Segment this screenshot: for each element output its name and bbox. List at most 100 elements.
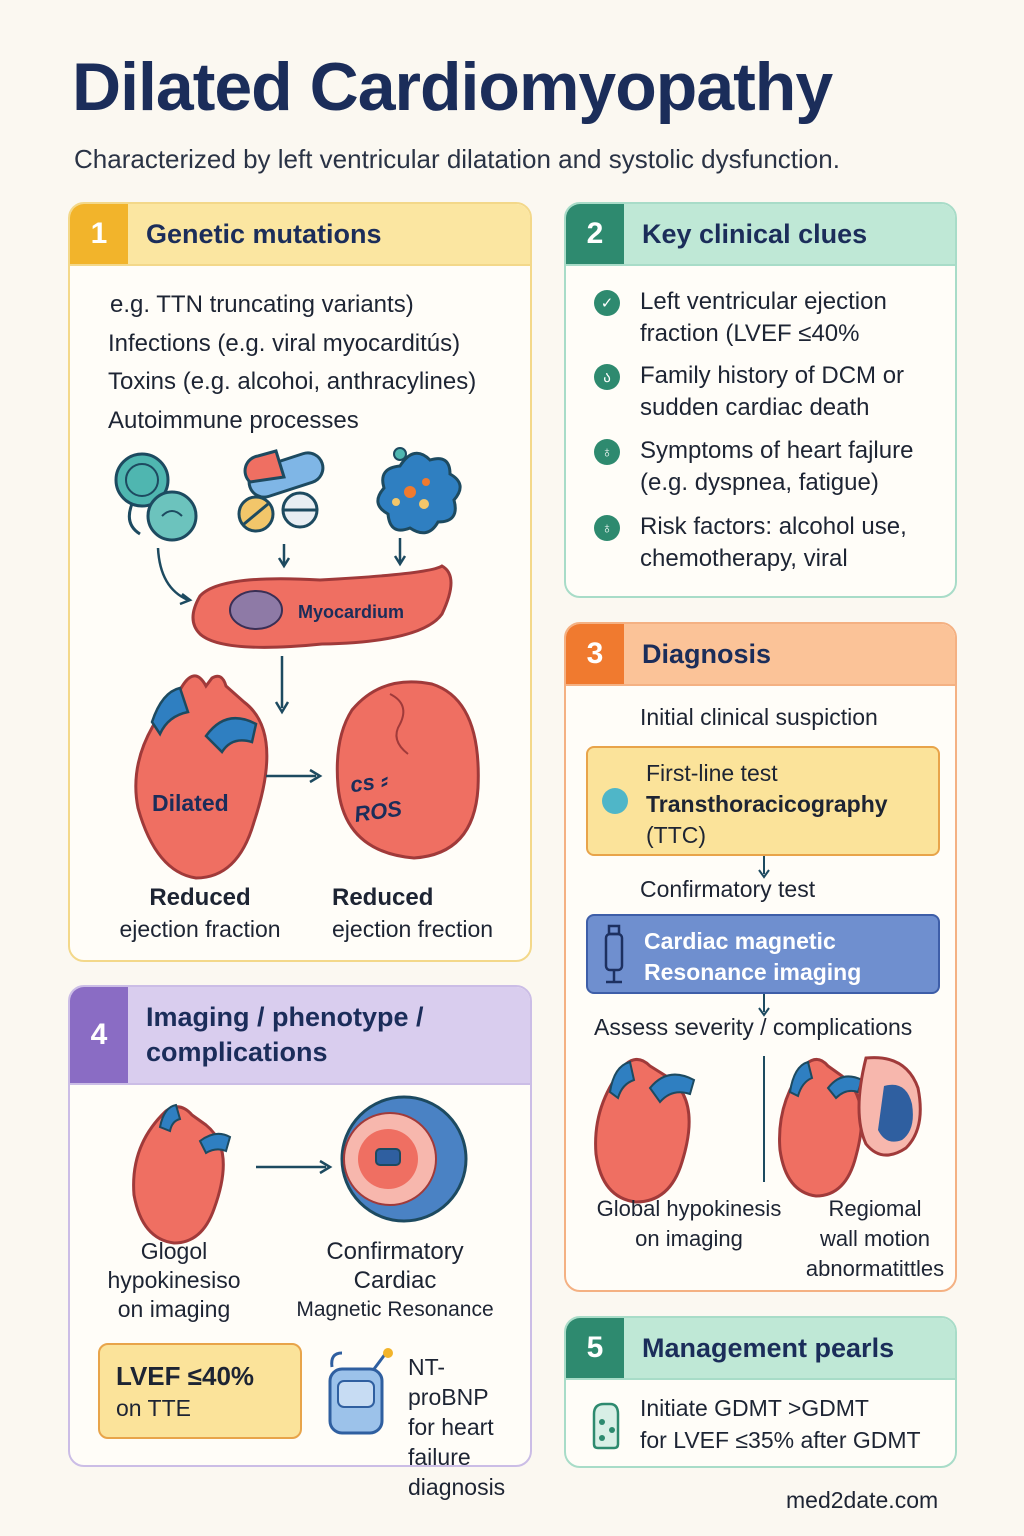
card-management-pearls: 5 Management pearls Initiate GDMT >GDMT … bbox=[564, 1316, 957, 1468]
clue-item: ♁ Symptoms of heart fajlure (e.g. dyspne… bbox=[594, 435, 940, 499]
first-line-test-box: First-line test Transthoracicography (TT… bbox=[586, 746, 940, 856]
card-number: 1 bbox=[70, 204, 128, 264]
caption-text: ejection frection bbox=[332, 916, 494, 942]
confirmatory-label: Confirmatory test bbox=[640, 876, 816, 902]
blood-test-icon bbox=[328, 1348, 393, 1435]
caption-line: hypokinesiso bbox=[107, 1267, 241, 1293]
glogol-caption: Glogol hypokinesiso on imaging bbox=[76, 1237, 272, 1324]
caption-line: Confirmatory bbox=[326, 1238, 464, 1265]
bnp-line: proBNP bbox=[408, 1384, 489, 1410]
imaging-illustration bbox=[132, 1095, 468, 1245]
card-heading: Genetic mutations bbox=[146, 218, 382, 249]
page-title: Dilated Cardiomyopathy bbox=[72, 49, 833, 125]
card-header: 2 Key clinical clues bbox=[566, 204, 955, 266]
regional-caption: Regiomal wall motion abnormatittles bbox=[792, 1194, 955, 1284]
card-header: 3 Diagnosis bbox=[566, 624, 955, 686]
bnp-line: failure bbox=[408, 1444, 471, 1470]
caption-left: Reduced ejection fraction bbox=[90, 882, 310, 944]
card-heading: Diagnosis bbox=[642, 638, 772, 669]
card-number: 2 bbox=[566, 204, 624, 264]
heading-line: Imaging / phenotype / bbox=[146, 1002, 424, 1032]
card-heading: Key clinical clues bbox=[642, 218, 868, 249]
bnp-line: diagnosis bbox=[408, 1474, 506, 1500]
cause-item: Toxins (e.g. alcohoi, anthracylines) bbox=[108, 368, 477, 395]
confirmatory-caption: Confirmatory Cardiac Magnetic Resonance bbox=[282, 1237, 508, 1324]
cmr-text: Cardiac magnetic Resonance imaging bbox=[644, 926, 861, 988]
remodeled-heart-icon bbox=[335, 680, 480, 860]
myocardium-label: Myocardium bbox=[298, 602, 405, 622]
global-hypokinesis-caption: Global hypokinesis on imaging bbox=[582, 1194, 796, 1254]
management-text: Initiate GDMT >GDMT for LVEF ≤35% after … bbox=[640, 1392, 921, 1456]
cmr-line: Cardiac magnetic bbox=[644, 928, 836, 954]
caption-bold: Reduced bbox=[149, 884, 251, 911]
virus-icon bbox=[114, 452, 198, 542]
dilated-label: Dilated bbox=[152, 790, 229, 816]
card-diagnosis: 3 Diagnosis Initial clinical suspiction … bbox=[564, 622, 957, 1292]
first-line-label: First-line test bbox=[646, 760, 778, 786]
clue-icon: ა bbox=[594, 364, 620, 390]
cmr-box: Cardiac magnetic Resonance imaging bbox=[586, 914, 940, 994]
caption-line: Glogol bbox=[140, 1238, 208, 1264]
pathway-illustration bbox=[114, 447, 480, 880]
caption-line: Cardiac bbox=[353, 1267, 437, 1294]
cmr-scan-icon bbox=[340, 1095, 468, 1223]
first-line-text: First-line test Transthoracicography (TT… bbox=[646, 758, 888, 851]
lvef-method: on TTE bbox=[116, 1395, 191, 1421]
regional-wall-motion-heart-icon bbox=[778, 1056, 922, 1198]
caption-line: Global hypokinesis bbox=[596, 1196, 782, 1221]
clue-text: Symptoms of heart fajlure (e.g. dyspnea,… bbox=[640, 437, 914, 496]
arrow-down-icon bbox=[758, 856, 770, 879]
toxin-cell-icon bbox=[376, 447, 462, 535]
clue-item: ა Family history of DCM or sudden cardia… bbox=[594, 360, 940, 424]
card-genetic-mutations: 1 Genetic mutations e.g. TTN truncating … bbox=[68, 202, 532, 962]
bnp-line: for heart bbox=[408, 1414, 494, 1440]
caption-bold: Reduced bbox=[332, 884, 434, 911]
cause-list: e.g. TTN truncating variants) Infections… bbox=[108, 286, 476, 440]
check-icon: ✓ bbox=[594, 290, 620, 316]
footer-site: med2date.com bbox=[786, 1487, 939, 1513]
first-line-test: Transthoracicography bbox=[646, 791, 888, 817]
card-imaging-phenotype: 4 Imaging / phenotype / complications Gl… bbox=[68, 985, 532, 1467]
dilated-heart-icon bbox=[134, 674, 269, 880]
heading-line: complications bbox=[146, 1037, 328, 1067]
hearts-illustration bbox=[594, 1056, 922, 1204]
caption-text: ejection fraction bbox=[119, 916, 281, 942]
pill-icon bbox=[237, 449, 325, 533]
cmr-line: Resonance imaging bbox=[644, 959, 862, 985]
ntprobnp-text: NT- proBNP for heart failure diagnosis bbox=[408, 1352, 505, 1502]
dot-icon bbox=[602, 788, 628, 814]
lvef-box: LVEF ≤40% on TTE bbox=[98, 1343, 302, 1439]
lvef-value: LVEF ≤40% bbox=[116, 1361, 255, 1391]
clue-text: Left ventricular ejection fraction (LVEF… bbox=[640, 288, 887, 347]
caption-right: Reduced ejection frection bbox=[332, 882, 530, 944]
card-number: 5 bbox=[566, 1318, 624, 1378]
cause-item: Infections (e.g. viral myocarditús) bbox=[108, 329, 461, 357]
pill-pack-icon bbox=[592, 1402, 620, 1450]
clue-item: ✓ Left ventricular ejection fraction (LV… bbox=[594, 286, 940, 350]
arrow-down-icon bbox=[758, 994, 770, 1017]
heart-icon bbox=[132, 1103, 232, 1245]
clue-text: Family history of DCM or sudden cardiac … bbox=[640, 362, 905, 421]
clue-item: ♁ Risk factors: alcohol use, chemotherap… bbox=[594, 511, 940, 575]
card-number: 4 bbox=[70, 987, 128, 1083]
page-subtitle: Characterized by left ventricular dilata… bbox=[74, 144, 840, 174]
card-number: 3 bbox=[566, 624, 624, 684]
clue-icon: ♁ bbox=[594, 515, 620, 541]
bnp-line: NT- bbox=[408, 1354, 446, 1380]
caption-line: wall motion bbox=[819, 1226, 931, 1251]
cause-item: Autoimmune processes bbox=[108, 406, 359, 434]
caption-line: abnormatittles bbox=[805, 1256, 945, 1281]
assess-label: Assess severity / complications bbox=[594, 1014, 913, 1040]
card-header: 5 Management pearls bbox=[566, 1318, 955, 1380]
card-heading: Management pearls bbox=[642, 1332, 895, 1363]
first-line-abbr: (TTC) bbox=[646, 822, 707, 848]
global-hypokinesis-heart-icon bbox=[594, 1058, 696, 1204]
clue-text: Risk factors: alcohol use, chemotherapy,… bbox=[640, 513, 907, 572]
card-heading: Imaging / phenotype / complications bbox=[128, 1000, 424, 1070]
caption-line: on imaging bbox=[635, 1226, 743, 1251]
clue-icon: ♁ bbox=[594, 439, 620, 465]
vial-icon bbox=[604, 924, 624, 984]
caption-line: on imaging bbox=[117, 1296, 231, 1322]
card-header: 4 Imaging / phenotype / complications bbox=[70, 987, 530, 1085]
card-clinical-clues: 2 Key clinical clues ✓ Left ventricular … bbox=[564, 202, 957, 598]
